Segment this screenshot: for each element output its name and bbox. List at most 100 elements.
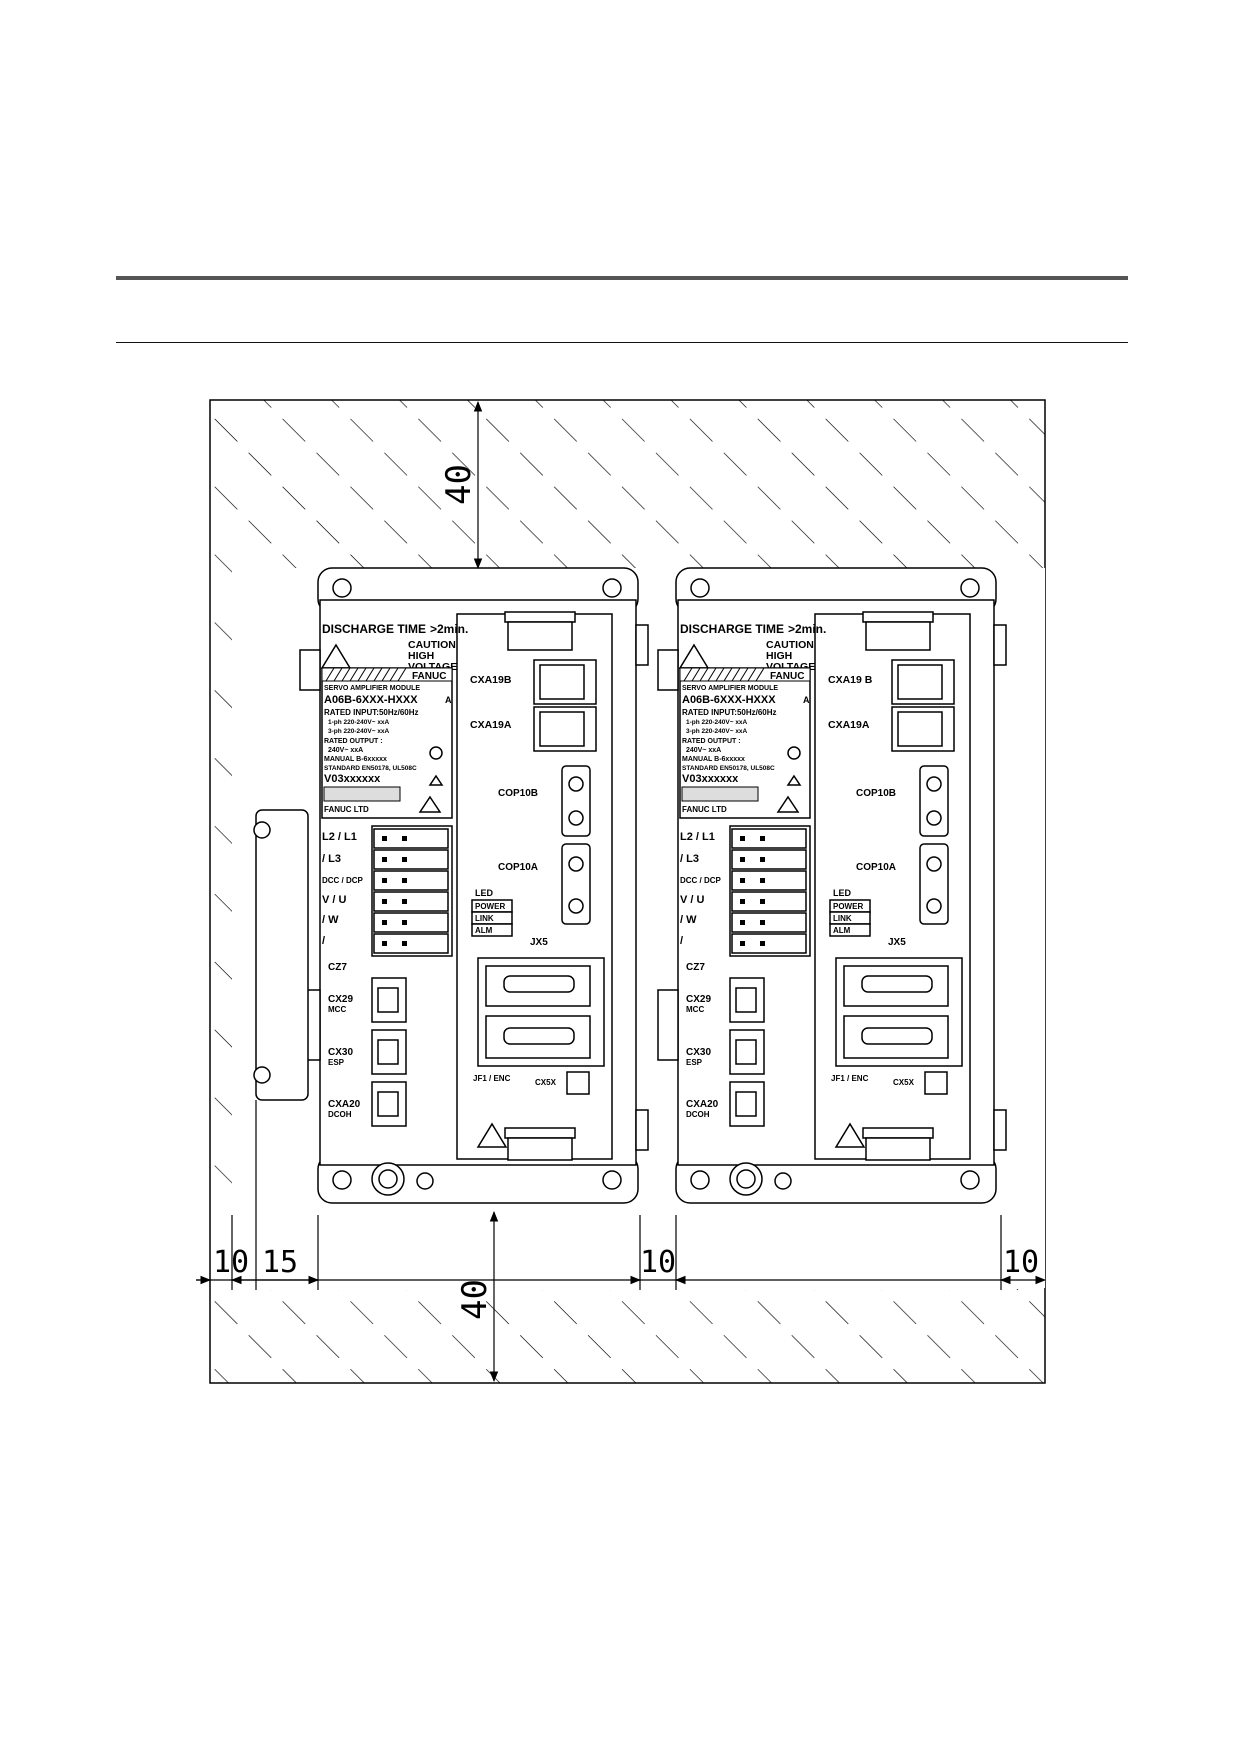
dimension-annotations <box>196 400 1047 1383</box>
terminal-label: V / U <box>322 894 347 906</box>
led-alm: ALM <box>475 926 493 935</box>
output-value: 240V~ xxA <box>686 747 721 754</box>
led-alm: ALM <box>833 926 851 935</box>
mounting-hole <box>690 1170 710 1190</box>
manual-number: MANUAL B-6xxxxx <box>324 756 387 763</box>
connector-cxa19b-label: CXA19B <box>470 674 512 686</box>
maker-name: FANUC LTD <box>682 805 727 814</box>
discharge-time-label: DISCHARGE TIME <box>680 622 784 636</box>
input-3ph: 3-ph 220-240V~ xxA <box>328 728 390 735</box>
connector-cz7-label: CZ7 <box>686 962 705 973</box>
dim-module-gap: 10 <box>640 1245 676 1280</box>
connector-jx5-label: JX5 <box>888 937 906 948</box>
terminal-label: / W <box>680 914 697 926</box>
led-power: POWER <box>475 902 505 911</box>
connector-sub-label: DCOH <box>686 1110 710 1119</box>
mounting-hole <box>332 578 352 598</box>
terminal-label: DCC / DCP <box>322 876 364 885</box>
connector-sub-label: MCC <box>686 1005 704 1014</box>
caution-label: HIGH <box>408 650 434 662</box>
dim-left-protrusion-gap: 15 <box>262 1245 298 1280</box>
mounting-hole <box>332 1170 352 1190</box>
input-1ph: 1-ph 220-240V~ xxA <box>328 719 390 726</box>
model-suffix: A <box>445 695 452 705</box>
connector-cxa20-label: CXA20 <box>328 1099 361 1110</box>
discharge-time-value: >2min. <box>788 622 826 636</box>
input-1ph: 1-ph 220-240V~ xxA <box>686 719 748 726</box>
model-number: A06B-6XXX-HXXX <box>682 694 776 706</box>
terminal-label: / L3 <box>680 853 699 865</box>
servo-module-2: DISCHARGE TIME>2min.CAUTIONHIGHVOLTAGEFA… <box>657 567 1007 1204</box>
connector-cx29-label: CX29 <box>328 994 353 1005</box>
brand-logo: FANUC <box>770 671 804 682</box>
connector-jx5-label: JX5 <box>530 937 548 948</box>
standard-text: STANDARD EN50178, UL508C <box>324 765 417 772</box>
header-rule-thick <box>116 276 1128 280</box>
connector-cxa19a-label: CXA19A <box>470 719 512 731</box>
maker-name: FANUC LTD <box>324 805 369 814</box>
servo-module-1: DISCHARGE TIME>2min.CAUTIONHIGHVOLTAGEFA… <box>253 567 649 1215</box>
serial-number: V03xxxxxx <box>324 773 381 785</box>
connector-jf1-label: JF1 / ENC <box>473 1074 511 1083</box>
connector-cop10a-label: COP10A <box>856 862 896 873</box>
caution-label: HIGH <box>766 650 792 662</box>
manual-number: MANUAL B-6xxxxx <box>682 756 745 763</box>
connector-jf1-label: JF1 / ENC <box>831 1074 869 1083</box>
connector-cxa19b-label: CXA19 B <box>828 674 873 686</box>
connector-cx30-label: CX30 <box>328 1047 353 1058</box>
led-link: LINK <box>475 914 494 923</box>
terminal-label: / <box>680 935 683 947</box>
rated-input: RATED INPUT:50Hz/60Hz <box>324 708 419 717</box>
model-suffix: A <box>803 695 810 705</box>
dim-left-wall-gap: 10 <box>213 1245 249 1280</box>
input-3ph: 3-ph 220-240V~ xxA <box>686 728 748 735</box>
caution-label: CAUTION <box>408 639 456 651</box>
plate-title: SERVO AMPLIFIER MODULE <box>682 685 778 692</box>
terminal-label: L2 / L1 <box>322 831 357 843</box>
mounting-hole <box>960 1170 980 1190</box>
warning-icon <box>476 1122 508 1148</box>
side-plate <box>255 809 309 1101</box>
dimension-labels: 40 40 10 15 10 10 <box>213 464 1039 1320</box>
rated-output: RATED OUTPUT : <box>324 738 383 745</box>
serial-number: V03xxxxxx <box>682 773 739 785</box>
ground-symbol <box>416 1172 434 1190</box>
connector-cx5x-label: CX5X <box>535 1078 557 1087</box>
model-number: A06B-6XXX-HXXX <box>324 694 418 706</box>
terminal-label: L2 / L1 <box>680 831 715 843</box>
led-title: LED <box>475 888 494 898</box>
connector-cx5x-label: CX5X <box>893 1078 915 1087</box>
standard-text: STANDARD EN50178, UL508C <box>682 765 775 772</box>
connector-sub-label: ESP <box>328 1058 345 1067</box>
dim-bottom-gap: 40 <box>455 1279 495 1320</box>
mounting-hole <box>602 578 622 598</box>
led-link: LINK <box>833 914 852 923</box>
header-rule-thin <box>116 342 1128 343</box>
terminal-label: / L3 <box>322 853 341 865</box>
output-value: 240V~ xxA <box>328 747 363 754</box>
connector-sub-label: DCOH <box>328 1110 352 1119</box>
caution-label: CAUTION <box>766 639 814 651</box>
mounting-hole <box>602 1170 622 1190</box>
terminal-label: DCC / DCP <box>680 876 722 885</box>
led-power: POWER <box>833 902 863 911</box>
connector-cx29-label: CX29 <box>686 994 711 1005</box>
dim-right-wall-gap: 10 <box>1003 1245 1039 1280</box>
connector-sub-label: MCC <box>328 1005 346 1014</box>
connector-cz7-label: CZ7 <box>328 962 347 973</box>
terminal-label: / W <box>322 914 339 926</box>
terminal-label: / <box>322 935 325 947</box>
connector-sub-label: ESP <box>686 1058 703 1067</box>
connector-cop10b-label: COP10B <box>856 788 896 799</box>
dim-top-gap: 40 <box>439 464 479 505</box>
discharge-time-label: DISCHARGE TIME <box>322 622 426 636</box>
led-title: LED <box>833 888 852 898</box>
terminal-label: V / U <box>680 894 705 906</box>
connector-cxa19a-label: CXA19A <box>828 719 870 731</box>
rated-input: RATED INPUT:50Hz/60Hz <box>682 708 777 717</box>
brand-logo: FANUC <box>412 671 446 682</box>
mounting-hole <box>690 578 710 598</box>
connector-cx30-label: CX30 <box>686 1047 711 1058</box>
rated-output: RATED OUTPUT : <box>682 738 741 745</box>
